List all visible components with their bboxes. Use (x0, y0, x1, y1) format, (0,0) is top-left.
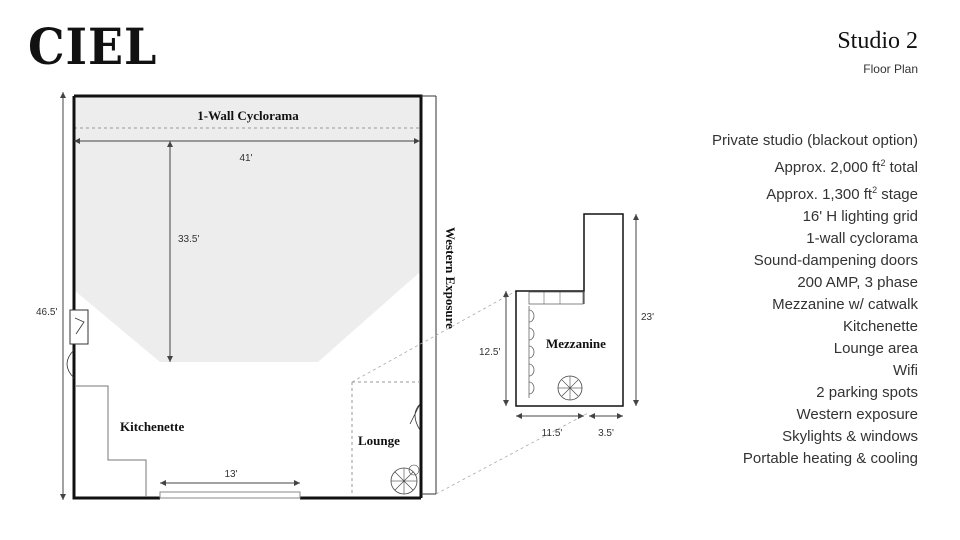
lounge-outline (351, 381, 420, 496)
dim-stage-label: 33.5' (178, 234, 199, 245)
feature-item: Western exposure (796, 406, 918, 423)
feature-item: Mezzanine w/ catwalk (772, 296, 918, 313)
feature-item: 1-wall cyclorama (806, 230, 918, 247)
lounge-fixture (408, 464, 420, 476)
page-title: Studio 2 (837, 28, 918, 54)
page-subtitle: Floor Plan (863, 62, 918, 76)
feature-item: 2 parking spots (816, 384, 918, 401)
closet (69, 309, 89, 345)
ciel-logo: CIEL (28, 17, 158, 76)
kitchenette-counter (76, 385, 147, 497)
feature-item: Wifi (893, 362, 918, 379)
feature-item: 200 AMP, 3 phase (797, 274, 918, 291)
feature-item: Sound-dampening doors (753, 252, 918, 269)
spiral-stair-mezzanine (557, 375, 583, 401)
garage-door (159, 491, 301, 499)
dim-mezz-depth-label: 12.5' (479, 347, 500, 358)
dim-total-label: 46.5' (36, 307, 57, 318)
spiral-stair-lounge (390, 467, 418, 495)
feature-item: Lounge area (833, 340, 918, 357)
door-swing-lounge (409, 403, 421, 431)
projection-line-bottom (435, 412, 589, 495)
feature-item: 16' H lighting grid (802, 208, 918, 225)
dim-mezz-height-label: 23' (641, 312, 654, 323)
feature-item: Portable heating & cooling (742, 450, 918, 467)
feature-item: Skylights & windows (782, 428, 918, 445)
projection-line-top (351, 290, 517, 383)
western-exposure-label: Western Exposure (443, 227, 458, 329)
stage-area (74, 96, 420, 362)
mezzanine-seating (528, 306, 535, 398)
mezzanine-cabinets (528, 291, 584, 305)
cyclorama-label: 1-Wall Cyclorama (197, 108, 299, 123)
closet-mark (74, 317, 85, 335)
feature-item: Approx. 2,000 ft2 total (774, 158, 918, 176)
dim-mezz-width-label: 11.5' (542, 428, 563, 439)
lounge-label: Lounge (358, 433, 400, 448)
feature-list: Private studio (blackout option) Approx.… (712, 130, 918, 470)
feature-item: Approx. 1,300 ft2 stage (766, 185, 918, 203)
dim-door-label: 13' (224, 469, 237, 480)
kitchenette-label: Kitchenette (120, 419, 184, 434)
mezzanine-label: Mezzanine (546, 336, 606, 351)
door-swing-left (66, 349, 75, 379)
feature-item: Private studio (blackout option) (712, 132, 918, 149)
feature-item: Kitchenette (842, 318, 918, 335)
dim-catwalk-label: 3.5' (598, 428, 614, 439)
dim-width-label: 41' (239, 153, 252, 164)
